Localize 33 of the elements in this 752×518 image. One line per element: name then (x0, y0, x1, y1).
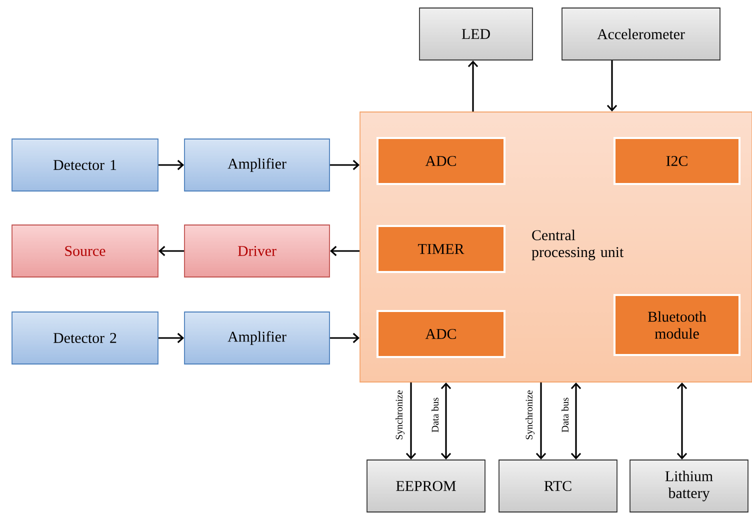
detector-box: Detector 1 (12, 138, 158, 192)
arrow (440, 382, 452, 460)
module-box: I2C (614, 137, 740, 185)
component-box: RTC (498, 460, 618, 512)
arrow (158, 246, 184, 256)
source-box: Driver (184, 224, 330, 278)
module-box: ADC (376, 310, 506, 358)
source-box: Source (12, 224, 158, 278)
arrow (676, 382, 688, 460)
arrow (330, 160, 360, 170)
arrow (570, 382, 582, 460)
detector-box: Detector 2 (12, 312, 158, 364)
arrow (330, 332, 360, 344)
arrow (536, 382, 546, 460)
component-box: Lithium battery (630, 460, 748, 512)
edge-label: Synchronize (395, 390, 405, 440)
module-box: TIMER (376, 225, 506, 273)
component-box: EEPROM (366, 460, 486, 512)
arrow (330, 246, 360, 256)
module-box: ADC (376, 137, 506, 185)
edge-label: Data bus (432, 398, 438, 432)
edge-label: Synchronize (525, 390, 535, 440)
arrow (406, 382, 416, 460)
arrow (468, 60, 478, 112)
component-box: Accelerometer (562, 8, 720, 60)
detector-box: Amplifier (184, 138, 330, 192)
edge-label: Data bus (562, 398, 568, 432)
module-box: Bluetooth module (614, 294, 740, 356)
component-box: LED (419, 8, 533, 60)
arrow (158, 332, 184, 344)
detector-box: Amplifier (184, 312, 330, 364)
arrow (606, 60, 618, 112)
arrow (158, 160, 184, 170)
